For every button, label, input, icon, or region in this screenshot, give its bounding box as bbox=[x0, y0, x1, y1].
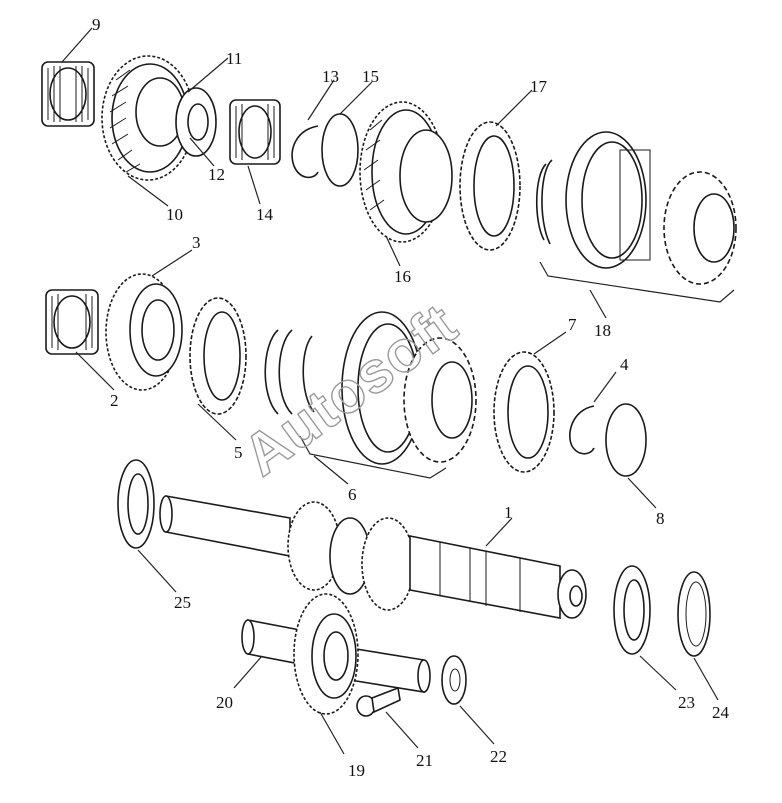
part-18-synchronizer-assembly bbox=[535, 131, 737, 285]
callout-13: 13 bbox=[322, 67, 339, 86]
callout-17: 17 bbox=[530, 77, 548, 96]
part-6-synchronizer-assembly bbox=[341, 311, 477, 465]
callout-8: 8 bbox=[656, 509, 665, 528]
part-spring-clips bbox=[264, 329, 315, 415]
callout-22: 22 bbox=[490, 747, 507, 766]
bracket-18 bbox=[539, 261, 735, 303]
part-8-ring bbox=[605, 403, 647, 477]
part-9-needle-bearing bbox=[41, 61, 95, 127]
part-22-washer bbox=[441, 655, 467, 705]
part-24-shim bbox=[677, 571, 711, 657]
part-4-snap-ring bbox=[569, 405, 595, 455]
leader-lines bbox=[61, 27, 719, 755]
callout-4: 4 bbox=[620, 355, 629, 374]
part-2-needle-bearing bbox=[45, 289, 99, 355]
part-19-idler-gear bbox=[293, 593, 359, 715]
part-3-gear bbox=[105, 273, 183, 391]
callout-12: 12 bbox=[208, 165, 225, 184]
callout-1: 1 bbox=[504, 503, 513, 522]
part-17-synchronizer-ring bbox=[459, 121, 521, 251]
part-16-gear bbox=[359, 101, 453, 243]
callout-7: 7 bbox=[568, 315, 577, 334]
part-21-bolt bbox=[356, 686, 401, 717]
callout-25: 25 bbox=[174, 593, 191, 612]
callout-20: 20 bbox=[216, 693, 233, 712]
part-7-synchronizer-ring bbox=[493, 351, 555, 473]
callout-19: 19 bbox=[348, 761, 365, 780]
callout-2: 2 bbox=[110, 391, 119, 410]
callout-9: 9 bbox=[92, 15, 101, 34]
callout-10: 10 bbox=[166, 205, 183, 224]
callout-21: 21 bbox=[416, 751, 433, 770]
part-25-ball-bearing bbox=[117, 459, 155, 549]
callout-16: 16 bbox=[394, 267, 411, 286]
part-13-snap-ring bbox=[291, 125, 319, 179]
part-23-ball-bearing bbox=[613, 565, 651, 655]
part-15-ring bbox=[321, 113, 359, 187]
callout-6: 6 bbox=[348, 485, 357, 504]
callout-24: 24 bbox=[712, 703, 730, 722]
callout-14: 14 bbox=[256, 205, 274, 224]
callout-15: 15 bbox=[362, 67, 379, 86]
callout-3: 3 bbox=[192, 233, 201, 252]
part-20-idler-shaft bbox=[241, 619, 431, 693]
part-14-needle-bearing bbox=[229, 99, 281, 165]
part-11-hub-ring bbox=[175, 87, 217, 157]
callout-11: 11 bbox=[226, 49, 242, 68]
callout-labels: 9 10 11 12 13 14 15 16 17 18 3 2 5 6 7 4… bbox=[92, 15, 730, 780]
part-1-main-shaft bbox=[159, 495, 587, 619]
part-5-synchronizer-ring bbox=[189, 297, 247, 415]
callout-23: 23 bbox=[678, 693, 695, 712]
callout-5: 5 bbox=[234, 443, 243, 462]
bracket-6 bbox=[299, 435, 447, 479]
callout-18: 18 bbox=[594, 321, 611, 340]
